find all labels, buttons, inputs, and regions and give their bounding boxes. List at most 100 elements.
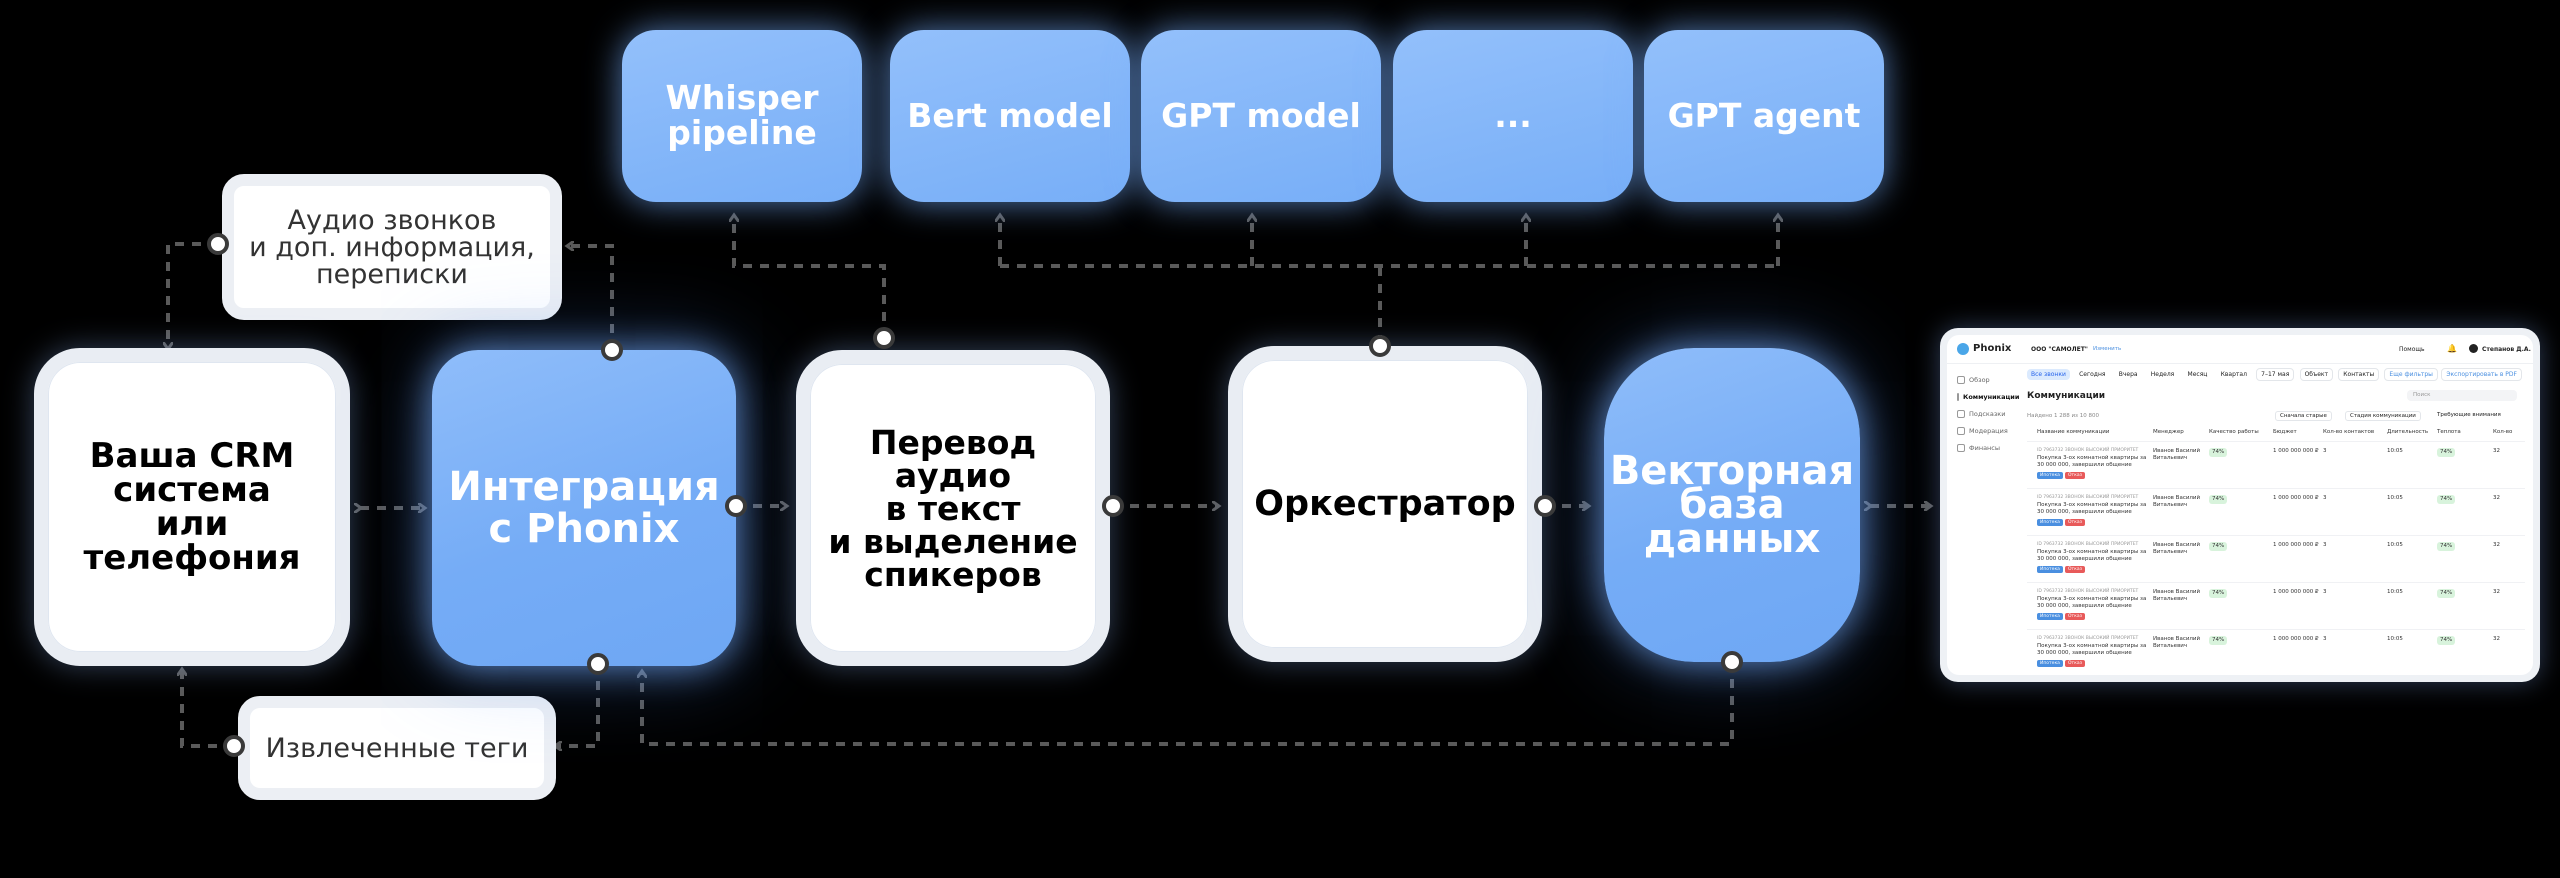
row-manager: Иванов Василий Витальевич bbox=[2153, 636, 2201, 649]
tag-refusal: Отказ bbox=[2064, 472, 2085, 480]
port-dot bbox=[207, 233, 229, 255]
row-contacts: 3 bbox=[2323, 589, 2327, 595]
model-whisper-pipeline: Whisper pipeline bbox=[622, 30, 862, 202]
row-id: ID 7963732 ЗВОНОК ВЫСОКИЙ ПРИОРИТЕТ bbox=[2037, 589, 2139, 594]
row-manager: Иванов Василий Витальевич bbox=[2153, 448, 2201, 461]
row-duration: 10:05 bbox=[2387, 448, 2403, 454]
port-dot bbox=[223, 735, 245, 757]
row-warmth-badge: 74% bbox=[2437, 589, 2456, 598]
results-count: Найдено 1 288 из 10 800 bbox=[2027, 413, 2099, 419]
row-title: Покупка 3-ох комнатной квартиры за 30 00… bbox=[2037, 455, 2147, 468]
nav-item-overview[interactable]: Обзор bbox=[1947, 371, 2019, 388]
row-duration: 10:05 bbox=[2387, 495, 2403, 501]
phonix-integration-box: Интеграция с Phonix bbox=[432, 350, 736, 666]
row-warmth-badge: 74% bbox=[2437, 542, 2456, 551]
row-count: 32 bbox=[2493, 636, 2500, 642]
port-dot bbox=[1102, 495, 1124, 517]
help-link[interactable]: Помощь bbox=[2399, 346, 2425, 353]
attention-checkbox[interactable]: Требующие внимания bbox=[2437, 412, 2501, 418]
table-header: Название коммуникации Менеджер Качество … bbox=[2037, 429, 2513, 435]
company-name: ООО "САМОЛЕТ" bbox=[2031, 346, 2088, 353]
vector-database-box: Векторная база данных bbox=[1604, 348, 1860, 662]
transcription-box: Перевод аудио в текст и выделение спикер… bbox=[796, 350, 1110, 666]
row-manager: Иванов Василий Витальевич bbox=[2153, 495, 2201, 508]
filter-week[interactable]: Неделя bbox=[2150, 371, 2175, 378]
row-quality-badge: 74% bbox=[2209, 448, 2228, 457]
tag-mortgage: Ипотека bbox=[2037, 472, 2063, 480]
tag-refusal: Отказ bbox=[2064, 566, 2085, 574]
row-title: Покупка 3-ох комнатной квартиры за 30 00… bbox=[2037, 549, 2147, 562]
tag-mortgage: Ипотека bbox=[2037, 613, 2063, 621]
table-body: ID 7963732 ЗВОНОК ВЫСОКИЙ ПРИОРИТЕТ Покуп… bbox=[2027, 441, 2525, 675]
port-dot bbox=[1369, 335, 1391, 357]
row-budget: 1 000 000 000 ₽ bbox=[2273, 636, 2319, 642]
orchestrator-box: Оркестратор bbox=[1228, 346, 1542, 662]
company-change-link[interactable]: Изменить bbox=[2093, 346, 2122, 352]
filter-month[interactable]: Месяц bbox=[2187, 371, 2208, 378]
filter-date-range[interactable]: 7–17 мая bbox=[2256, 368, 2295, 381]
filter-quarter[interactable]: Квартал bbox=[2220, 371, 2247, 378]
filter-all-calls[interactable]: Все звонки bbox=[2027, 369, 2070, 380]
nav-item-hints[interactable]: Подсказки bbox=[1947, 405, 2019, 422]
row-contacts: 3 bbox=[2323, 495, 2327, 501]
port-dot bbox=[725, 495, 747, 517]
row-count: 32 bbox=[2493, 542, 2500, 548]
nav-item-finance[interactable]: Финансы bbox=[1947, 439, 2019, 456]
filter-more[interactable]: Еще фильтры bbox=[2384, 368, 2438, 381]
nav-item-moderation[interactable]: Модерация bbox=[1947, 422, 2019, 439]
row-duration: 10:05 bbox=[2387, 636, 2403, 642]
row-quality-badge: 74% bbox=[2209, 495, 2228, 504]
row-budget: 1 000 000 000 ₽ bbox=[2273, 589, 2319, 595]
row-count: 32 bbox=[2493, 448, 2500, 454]
sort-select-1[interactable]: Сначала старые bbox=[2275, 411, 2332, 421]
row-id: ID 7963732 ЗВОНОК ВЫСОКИЙ ПРИОРИТЕТ bbox=[2037, 542, 2139, 547]
row-title: Покупка 3-ох комнатной квартиры за 30 00… bbox=[2037, 502, 2147, 515]
row-contacts: 3 bbox=[2323, 448, 2327, 454]
tag-mortgage: Ипотека bbox=[2037, 660, 2063, 668]
avatar[interactable] bbox=[2469, 344, 2478, 353]
port-dot bbox=[587, 653, 609, 675]
row-manager: Иванов Василий Витальевич bbox=[2153, 542, 2201, 555]
filter-object[interactable]: Объект bbox=[2299, 368, 2334, 381]
table-row[interactable]: ID 7963732 ЗВОНОК ВЫСОКИЙ ПРИОРИТЕТ Покуп… bbox=[2027, 535, 2525, 583]
port-dot bbox=[1721, 651, 1743, 673]
row-duration: 10:05 bbox=[2387, 542, 2403, 548]
port-dot bbox=[873, 327, 895, 349]
user-name: Степанов Д.А. bbox=[2482, 346, 2531, 353]
filter-today[interactable]: Сегодня bbox=[2079, 371, 2106, 378]
search-input[interactable]: Поиск bbox=[2407, 390, 2517, 401]
crm-system-box: Ваша CRM система или телефония bbox=[34, 348, 350, 666]
row-id: ID 7963732 ЗВОНОК ВЫСОКИЙ ПРИОРИТЕТ bbox=[2037, 636, 2139, 641]
row-contacts: 3 bbox=[2323, 542, 2327, 548]
row-warmth-badge: 74% bbox=[2437, 448, 2456, 457]
tag-refusal: Отказ bbox=[2064, 613, 2085, 621]
sort-select-2[interactable]: Стадия коммуникации bbox=[2345, 411, 2421, 421]
row-warmth-badge: 74% bbox=[2437, 636, 2456, 645]
row-manager: Иванов Василий Витальевич bbox=[2153, 589, 2201, 602]
row-budget: 1 000 000 000 ₽ bbox=[2273, 448, 2319, 454]
filter-bar: Все звонки Сегодня Вчера Неделя Месяц Кв… bbox=[2027, 368, 2525, 381]
export-pdf-button[interactable]: Экспортировать в PDF bbox=[2441, 368, 2522, 381]
row-warmth-badge: 74% bbox=[2437, 495, 2456, 504]
filter-yesterday[interactable]: Вчера bbox=[2118, 371, 2138, 378]
row-quality-badge: 74% bbox=[2209, 589, 2228, 598]
row-budget: 1 000 000 000 ₽ bbox=[2273, 542, 2319, 548]
model-gpt: GPT model bbox=[1141, 30, 1381, 202]
port-dot bbox=[601, 339, 623, 361]
row-budget: 1 000 000 000 ₽ bbox=[2273, 495, 2319, 501]
note-extracted-tags: Извлеченные теги bbox=[238, 696, 556, 800]
filter-contacts[interactable]: Контакты bbox=[2338, 368, 2380, 381]
row-quality-badge: 74% bbox=[2209, 542, 2228, 551]
nav-item-communications[interactable]: Коммуникации bbox=[1947, 388, 2019, 405]
bell-icon[interactable]: 🔔 bbox=[2447, 344, 2457, 353]
app-sidebar: Обзор Коммуникации Подсказки Модерация Ф… bbox=[1947, 363, 2019, 675]
